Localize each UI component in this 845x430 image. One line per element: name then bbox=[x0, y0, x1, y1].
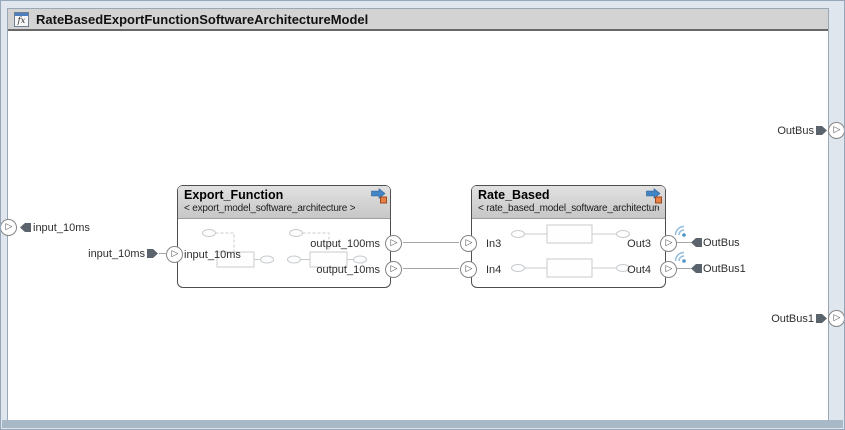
port-icon: ▷ bbox=[665, 238, 673, 248]
port-icon: ▷ bbox=[390, 238, 398, 248]
port-icon: ▷ bbox=[833, 125, 841, 135]
boundary-outbus1-port[interactable]: ▷ bbox=[828, 310, 844, 327]
inport-label: In4 bbox=[486, 264, 502, 276]
block-content-preview bbox=[202, 229, 367, 268]
export-input-signal-label: input_10ms bbox=[88, 248, 145, 260]
block-rate-based[interactable]: Rate_Based < rate_based_model_software_a… bbox=[460, 185, 677, 288]
model-fx-icon: fx bbox=[14, 11, 29, 27]
rate-outport-out3[interactable]: ▷ bbox=[660, 235, 677, 252]
port-icon: ▷ bbox=[465, 238, 473, 248]
rate-inport-in4[interactable]: ▷ bbox=[460, 261, 477, 278]
export-outport-10ms[interactable]: ▷ bbox=[385, 261, 402, 278]
model-reference-badge-icon bbox=[371, 188, 387, 204]
boundary-input-port[interactable]: ▷ bbox=[1, 219, 17, 236]
port-icon: ▷ bbox=[665, 264, 673, 274]
signal-line[interactable] bbox=[159, 253, 167, 255]
rate-inport-in3[interactable]: ▷ bbox=[460, 235, 477, 252]
signal-line[interactable] bbox=[403, 242, 459, 244]
outport-label: output_10ms bbox=[316, 264, 380, 276]
window-title: RateBasedExportFunctionSoftwareArchitect… bbox=[36, 11, 369, 27]
signal-tag-icon bbox=[816, 314, 827, 323]
signal-tag-icon bbox=[147, 249, 158, 258]
inport-label: input_10ms bbox=[184, 249, 241, 261]
port-icon: ▷ bbox=[5, 222, 13, 232]
port-icon: ▷ bbox=[390, 264, 398, 274]
signal-line[interactable] bbox=[677, 268, 691, 270]
wireless-signal-icon bbox=[674, 225, 686, 237]
fx-icon-header-strip bbox=[15, 12, 28, 16]
fx-icon-label: fx bbox=[17, 15, 26, 26]
outport-label: Out3 bbox=[627, 238, 651, 250]
boundary-input-label: input_10ms bbox=[33, 222, 90, 234]
outport-label: output_100ms bbox=[310, 238, 380, 250]
export-inport[interactable]: ▷ bbox=[166, 246, 183, 263]
signal-tag-icon bbox=[816, 126, 827, 135]
model-reference-badge-icon bbox=[646, 188, 662, 204]
boundary-outbus-port[interactable]: ▷ bbox=[828, 122, 844, 139]
block-content-preview bbox=[511, 224, 630, 278]
rate-out3-signal-label: OutBus bbox=[703, 237, 740, 249]
outport-label: Out4 bbox=[627, 264, 651, 276]
boundary-outbus-label: OutBus bbox=[777, 125, 814, 137]
export-outport-100ms[interactable]: ▷ bbox=[385, 235, 402, 252]
title-bar[interactable]: fx RateBasedExportFunctionSoftwareArchit… bbox=[8, 9, 828, 31]
port-icon: ▷ bbox=[171, 249, 179, 259]
port-icon: ▷ bbox=[833, 313, 841, 323]
rate-out4-signal-label: OutBus1 bbox=[703, 263, 746, 275]
signal-line[interactable] bbox=[677, 242, 691, 244]
block-title: Rate_Based bbox=[478, 188, 550, 202]
signal-tag-icon bbox=[20, 223, 31, 232]
wireless-signal-icon bbox=[674, 251, 686, 263]
port-icon: ▷ bbox=[465, 264, 473, 274]
block-header: Rate_Based < rate_based_model_software_a… bbox=[472, 186, 665, 219]
signal-line[interactable] bbox=[403, 268, 459, 270]
boundary-outbus1-label: OutBus1 bbox=[771, 313, 814, 325]
model-canvas[interactable]: fx RateBasedExportFunctionSoftwareArchit… bbox=[7, 8, 829, 421]
block-subtitle: < export_model_software_architecture > bbox=[184, 203, 356, 214]
block-export-function[interactable]: Export_Function < export_model_software_… bbox=[166, 185, 402, 288]
signal-tag-icon bbox=[691, 238, 702, 247]
signal-tag-icon bbox=[691, 264, 702, 273]
block-subtitle: < rate_based_model_software_architecture… bbox=[478, 203, 659, 214]
block-title: Export_Function bbox=[184, 188, 284, 202]
bottom-scroll-strip bbox=[2, 420, 843, 428]
inport-label: In3 bbox=[486, 238, 502, 250]
block-header: Export_Function < export_model_software_… bbox=[178, 186, 390, 219]
rate-outport-out4[interactable]: ▷ bbox=[660, 261, 677, 278]
